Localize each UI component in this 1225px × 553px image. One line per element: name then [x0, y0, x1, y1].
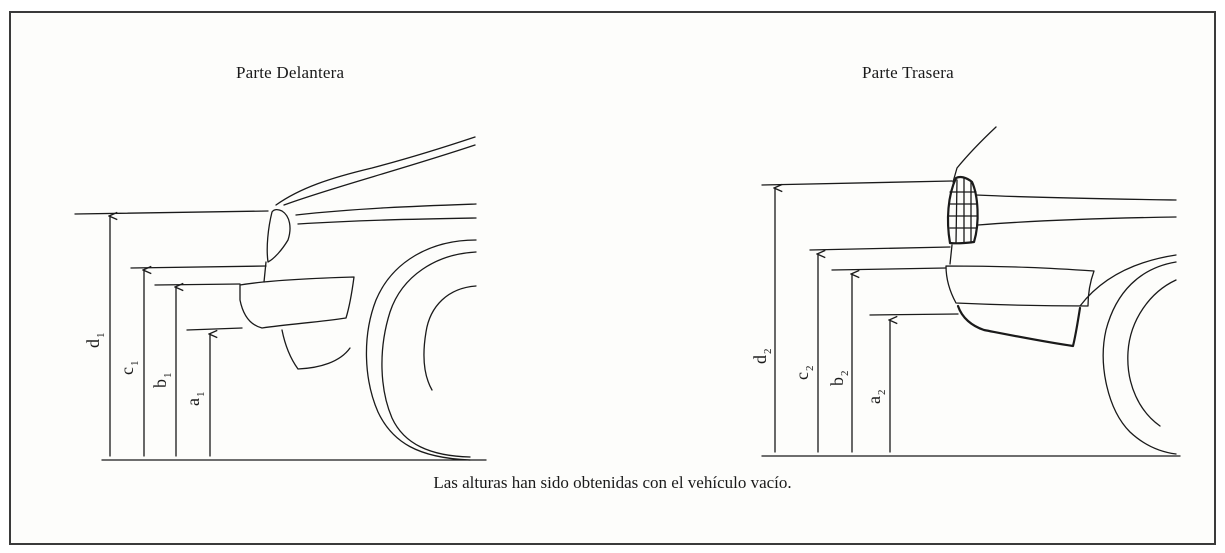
- front-panel-title: Parte Delantera: [236, 63, 345, 82]
- front-label-b: b1: [150, 373, 174, 389]
- svg-text:1: 1: [162, 373, 174, 379]
- front-vehicle-drawing: [239, 136, 477, 461]
- svg-text:d: d: [83, 339, 103, 348]
- rear-vehicle-drawing: [945, 126, 1177, 455]
- tail-light-grid: [948, 177, 978, 244]
- front-label-a: a1: [183, 392, 207, 407]
- front-measurement-lines: [74, 210, 487, 461]
- svg-text:c: c: [117, 367, 137, 375]
- rear-measurement-lines: [761, 180, 1181, 457]
- svg-text:1: 1: [129, 361, 141, 367]
- svg-text:d: d: [750, 355, 770, 364]
- rear-label-a: a2: [864, 390, 888, 405]
- svg-text:b: b: [827, 377, 847, 386]
- rear-label-d: d2: [750, 349, 774, 365]
- svg-text:2: 2: [876, 390, 888, 396]
- svg-text:1: 1: [95, 333, 107, 339]
- svg-text:1: 1: [195, 392, 207, 398]
- svg-text:c: c: [792, 372, 812, 380]
- front-label-c: c1: [117, 361, 141, 376]
- svg-text:a: a: [864, 396, 884, 404]
- svg-text:2: 2: [804, 366, 816, 372]
- front-label-d: d1: [83, 333, 107, 349]
- rear-label-b: b2: [827, 371, 851, 387]
- rear-label-c: c2: [792, 366, 816, 381]
- svg-text:a: a: [183, 398, 203, 406]
- diagram-caption: Las alturas han sido obtenidas con el ve…: [433, 473, 792, 492]
- rear-panel-title: Parte Trasera: [862, 63, 954, 82]
- svg-text:2: 2: [762, 349, 774, 355]
- svg-text:2: 2: [839, 371, 851, 377]
- svg-text:b: b: [150, 379, 170, 388]
